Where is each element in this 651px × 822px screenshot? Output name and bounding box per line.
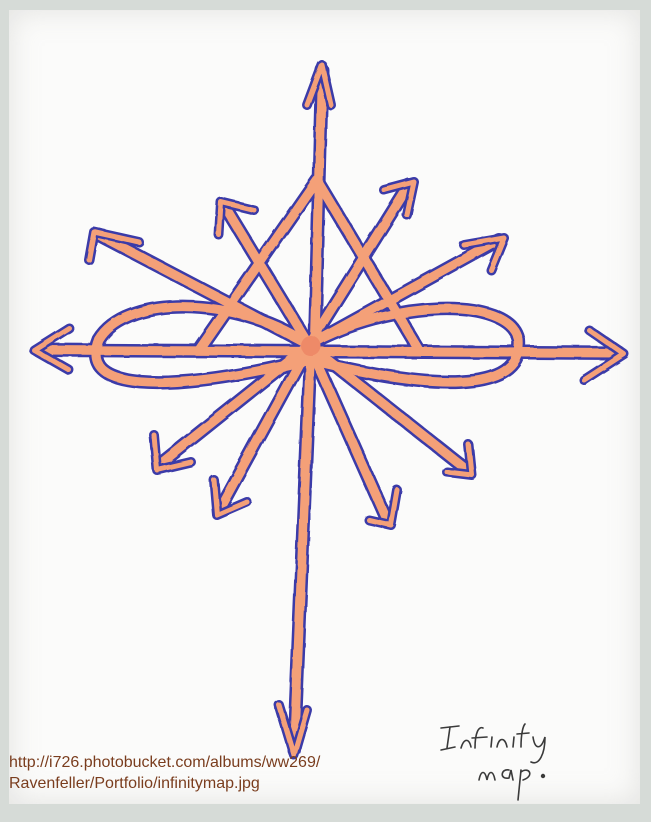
- arrowheads: [34, 65, 624, 755]
- drawing-outline: [39, 70, 619, 750]
- compass-drawing: [9, 10, 640, 804]
- compass-center: [301, 336, 321, 356]
- source-url-line2[interactable]: Ravenfeller/Portfolio/infinitymap.jpg: [9, 775, 260, 792]
- image-source-caption: http://i726.photobucket.com/albums/ww269…: [9, 752, 320, 794]
- drawing-paper: [9, 10, 640, 804]
- source-url-line1[interactable]: http://i726.photobucket.com/albums/ww269…: [9, 754, 320, 771]
- handwritten-signature: [441, 724, 545, 800]
- drawing-fill: [39, 70, 619, 750]
